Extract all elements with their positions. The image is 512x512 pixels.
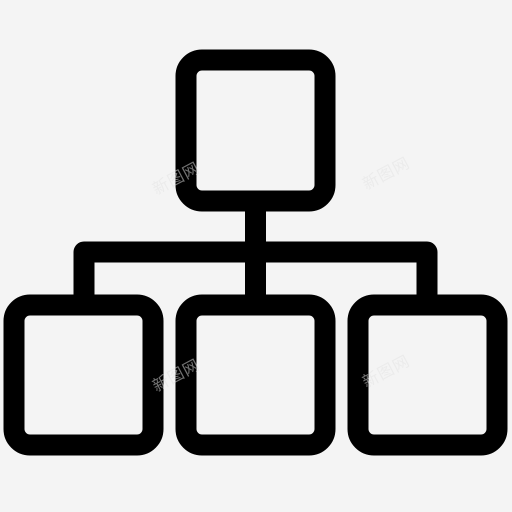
horizontal-branch-connector [73,241,438,316]
icon-shapes [3,49,508,456]
bottom-left-node-box [3,294,164,456]
bottom-center-node-box [175,294,336,456]
bottom-right-node-box [347,294,508,456]
